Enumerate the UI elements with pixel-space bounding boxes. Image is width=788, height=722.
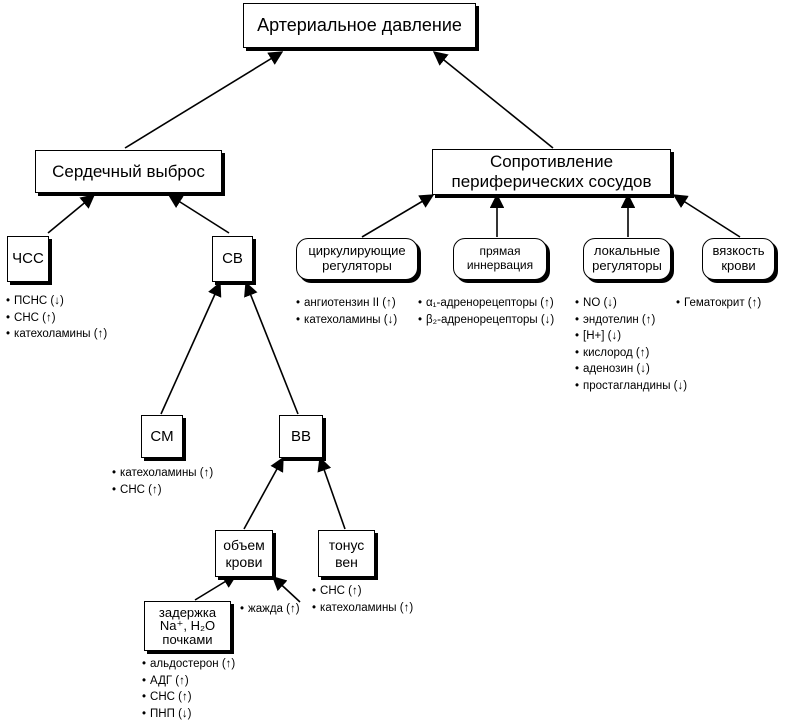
cm-node: СМ xyxy=(141,415,183,458)
list-item: СНС (↑) xyxy=(6,310,107,327)
direct-innervation-node: прямая иннервация xyxy=(453,238,547,280)
list-item: эндотелин (↑) xyxy=(575,312,687,329)
arrow-na-to-bv xyxy=(195,575,236,600)
venous-tone-label-2: вен xyxy=(335,554,358,570)
arrow-hr-to-co xyxy=(48,195,94,233)
peripheral-resistance-label-1: Сопротивление xyxy=(490,152,613,172)
arrow-cm-to-sv xyxy=(161,283,220,414)
blood-viscosity-node: вязкость крови xyxy=(702,238,775,280)
direct-innervation-label-2: иннервация xyxy=(467,259,533,273)
local-factors: NO (↓) эндотелин (↑) [H+] (↓) кислород (… xyxy=(575,295,687,394)
arrow-visc-to-pr xyxy=(674,195,740,237)
list-item: СНС (↑) xyxy=(142,689,235,706)
cm-factors: катехоламины (↑) СНС (↑) xyxy=(112,465,213,498)
local-regulators-label-2: регуляторы xyxy=(592,259,662,274)
blood-viscosity-label-1: вязкость xyxy=(712,244,764,259)
arrow-circ-to-pr xyxy=(362,195,433,237)
list-item: [H+] (↓) xyxy=(575,328,687,345)
peripheral-resistance-node: Сопротивление периферических сосудов xyxy=(432,149,671,195)
arrow-co-to-ap xyxy=(125,52,282,148)
arrow-vt-to-vv xyxy=(320,458,345,529)
sodium-retention-label-1: задержка xyxy=(159,606,216,620)
list-item: ангиотензин II (↑) xyxy=(296,295,397,312)
list-item: АДГ (↑) xyxy=(142,673,235,690)
venous-tone-factors: СНС (↑) катехоламины (↑) xyxy=(312,583,413,616)
cardiac-output-node: Сердечный выброс xyxy=(35,150,222,193)
sodium-retention-label-3: почками xyxy=(162,633,212,647)
list-item: ПСНС (↓) xyxy=(6,293,107,310)
list-item: аденозин (↓) xyxy=(575,361,687,378)
arterial-pressure-label: Артериальное давление xyxy=(257,15,462,36)
list-item: кислород (↑) xyxy=(575,345,687,362)
arterial-pressure-node: Артериальное давление xyxy=(243,3,476,48)
heart-rate-factors: ПСНС (↓) СНС (↑) катехоламины (↑) xyxy=(6,293,107,343)
cm-label: СМ xyxy=(150,428,173,445)
list-item: ПНП (↓) xyxy=(142,706,235,722)
list-item: жажда (↑) xyxy=(240,601,300,618)
direct-innervation-label-1: прямая xyxy=(480,245,521,259)
circulating-regulators-label-1: циркулирующие xyxy=(308,244,405,259)
arrow-sv-to-co xyxy=(169,195,229,233)
blood-volume-node: объем крови xyxy=(215,530,273,577)
list-item: α₁-адренорецепторы (↑) xyxy=(418,295,554,312)
list-item: катехоламины (↑) xyxy=(112,465,213,482)
venous-return-node: ВВ xyxy=(279,415,323,458)
stroke-volume-label: СВ xyxy=(222,250,243,267)
peripheral-resistance-label-2: периферических сосудов xyxy=(452,172,652,192)
list-item: СНС (↑) xyxy=(112,482,213,499)
sodium-retention-node: задержка Na⁺, H₂O почками xyxy=(144,601,231,651)
circulating-factors: ангиотензин II (↑) катехоламины (↓) xyxy=(296,295,397,328)
local-regulators-node: локальные регуляторы xyxy=(583,238,671,280)
local-regulators-label-1: локальные xyxy=(594,244,660,259)
list-item: простагландины (↓) xyxy=(575,378,687,395)
arrow-vv-to-sv xyxy=(246,283,298,414)
blood-volume-label-2: крови xyxy=(226,554,263,570)
arrow-thirst-to-bv xyxy=(273,577,300,602)
arrow-pr-to-ap xyxy=(434,52,553,148)
venous-tone-label-1: тонус xyxy=(329,537,365,553)
list-item: СНС (↑) xyxy=(312,583,413,600)
venous-return-label: ВВ xyxy=(291,428,311,445)
sodium-retention-label-2: Na⁺, H₂O xyxy=(160,619,215,633)
list-item: Гематокрит (↑) xyxy=(676,295,761,312)
thirst-factor: жажда (↑) xyxy=(240,601,300,618)
blood-volume-label-1: объем xyxy=(223,537,265,553)
list-item: катехоламины (↑) xyxy=(312,600,413,617)
list-item: NO (↓) xyxy=(575,295,687,312)
blood-viscosity-label-2: крови xyxy=(721,259,755,274)
arrow-bv-to-vv xyxy=(244,458,283,529)
list-item: альдостерон (↑) xyxy=(142,656,235,673)
circulating-regulators-node: циркулирующие регуляторы xyxy=(296,238,418,280)
direct-innervation-factors: α₁-адренорецепторы (↑) β₂-адренорецептор… xyxy=(418,295,554,328)
list-item: β₂-адренорецепторы (↓) xyxy=(418,312,554,329)
heart-rate-label: ЧСС xyxy=(12,250,44,267)
circulating-regulators-label-2: регуляторы xyxy=(322,259,392,274)
stroke-volume-node: СВ xyxy=(212,236,253,282)
cardiac-output-label: Сердечный выброс xyxy=(52,162,205,182)
heart-rate-node: ЧСС xyxy=(7,236,49,282)
venous-tone-node: тонус вен xyxy=(318,530,375,577)
viscosity-factors: Гематокрит (↑) xyxy=(676,295,761,312)
sodium-retention-factors: альдостерон (↑) АДГ (↑) СНС (↑) ПНП (↓) xyxy=(142,656,235,722)
list-item: катехоламины (↓) xyxy=(296,312,397,329)
list-item: катехоламины (↑) xyxy=(6,326,107,343)
